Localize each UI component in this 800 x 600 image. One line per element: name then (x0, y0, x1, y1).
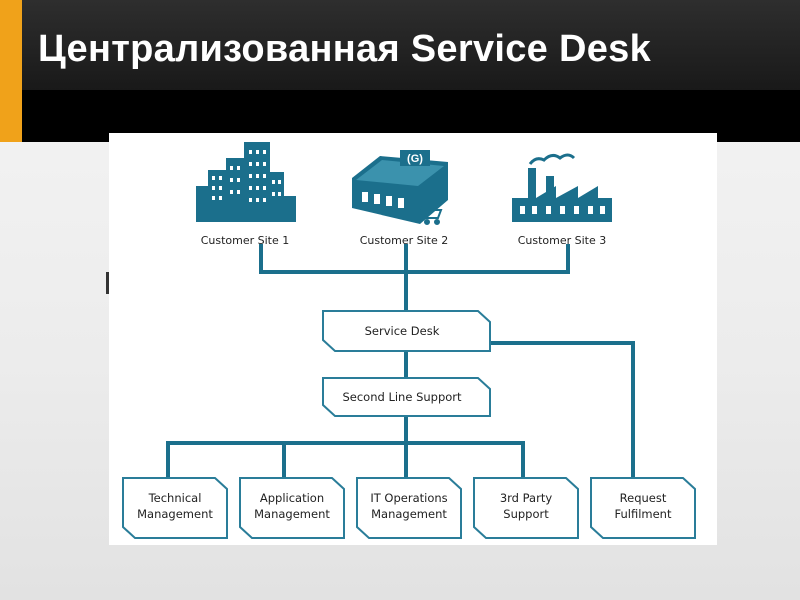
shop-sign-label: (G) (407, 153, 423, 165)
service-desk-box: Service Desk (322, 310, 491, 352)
team-label-line1: 3rd Party (500, 491, 553, 505)
factory-icon (512, 153, 612, 222)
request-label-line1: Request (620, 491, 667, 505)
second-line-label: Second Line Support (342, 390, 462, 404)
diagram-panel: (G) Customer Site 1 Customer Site 2 Cust… (109, 133, 717, 545)
accent-stripe (0, 0, 22, 142)
shopping-cart-icon (416, 205, 443, 225)
site-label-2: Customer Site 2 (360, 234, 449, 247)
second-line-box: Second Line Support (322, 377, 491, 417)
service-desk-diagram: (G) Customer Site 1 Customer Site 2 Cust… (122, 142, 696, 539)
team-label-line1: IT Operations (370, 491, 447, 505)
team-box-it-operations: IT Operations Management (356, 477, 462, 539)
request-fulfilment-box: Request Fulfilment (590, 477, 696, 539)
team-label-line2: Management (254, 507, 330, 521)
desk-to-request (488, 341, 635, 482)
team-label-line1: Application (260, 491, 324, 505)
team-label-line2: Support (503, 507, 549, 521)
team-box-technical: Technical Management (122, 477, 228, 539)
request-label-line2: Fulfilment (615, 507, 672, 521)
connector-lines (166, 244, 635, 482)
team-label-line1: Technical (148, 491, 202, 505)
site-label-1: Customer Site 1 (201, 234, 290, 247)
site-label-3: Customer Site 3 (518, 234, 607, 247)
shop-building-icon: (G) (352, 150, 448, 225)
bullet-marker (106, 272, 110, 294)
office-buildings-icon (196, 142, 296, 222)
sites-bus (259, 244, 570, 274)
service-desk-label: Service Desk (365, 324, 440, 338)
team-box-application: Application Management (239, 477, 345, 539)
team-label-line2: Management (371, 507, 447, 521)
slide-title: Централизованная Service Desk (38, 28, 652, 70)
team-box-third-party: 3rd Party Support (473, 477, 579, 539)
team-label-line2: Management (137, 507, 213, 521)
title-bar (22, 0, 800, 90)
